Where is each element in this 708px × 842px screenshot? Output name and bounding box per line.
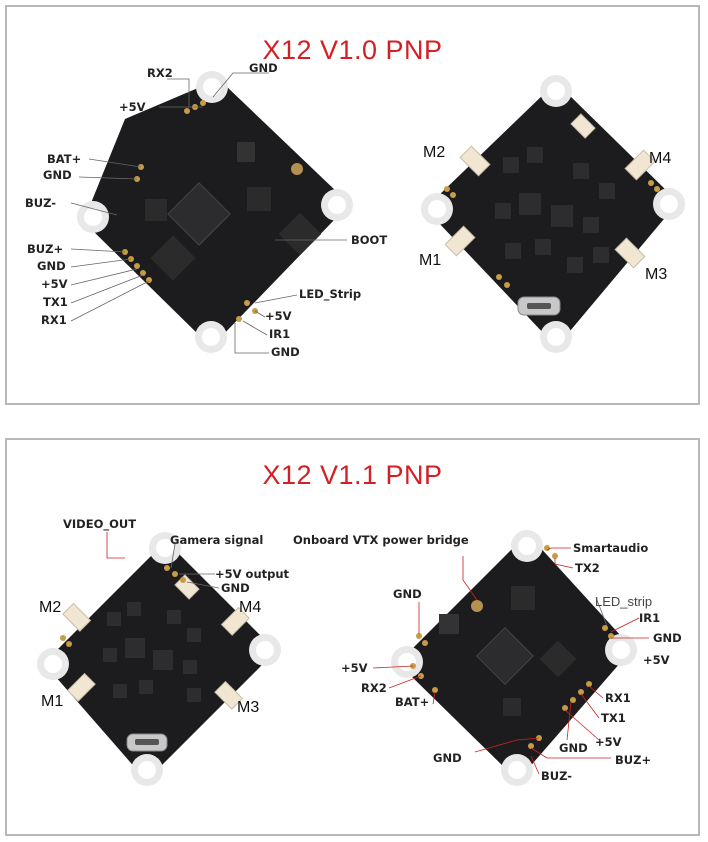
label-gnd-left: GND <box>37 259 66 273</box>
label-buz-plus: BUZ+ <box>27 242 63 256</box>
v11-vtx-leaders <box>106 532 220 589</box>
label-smartaudio: Smartaudio <box>573 541 648 555</box>
label-boot: BOOT <box>351 233 387 247</box>
panel-title: X12 V1.1 PNP <box>262 460 443 490</box>
v10-diagram: RX2 GND +5V BAT+ GND BUZ- BUZ+ GND +5V T… <box>25 61 685 359</box>
label-gnd-mid: GND <box>559 741 588 755</box>
panel-v10: X12 V1.0 PNP <box>5 5 700 405</box>
label-gnd: GND <box>221 581 250 595</box>
label-ir1: IR1 <box>639 611 660 625</box>
label-tx1: TX1 <box>43 295 68 309</box>
label-gnd-left: GND <box>393 587 422 601</box>
vtx-board-v11 <box>37 532 281 786</box>
label-buz-minus: BUZ- <box>25 196 56 210</box>
v11-fc-leaders <box>372 547 649 775</box>
v11-diagram: VIDEO_OUT Gamera signal +5V output GND M… <box>37 517 682 786</box>
label-led-strip: LED_Strip <box>299 287 361 302</box>
motor-connector-m3 <box>614 237 646 269</box>
label-ir1: IR1 <box>269 327 290 341</box>
label-rx2: RX2 <box>361 681 387 695</box>
motor-connector-m2 <box>62 602 92 632</box>
motor-connector-m1 <box>444 225 476 257</box>
esc-board-v10 <box>421 75 685 353</box>
label-video-out: VIDEO_OUT <box>63 517 136 532</box>
label-5v-left: +5V <box>341 661 368 675</box>
label-m4: M4 <box>239 599 261 616</box>
label-rx1: RX1 <box>41 313 67 327</box>
motor-connector-m4 <box>220 606 250 636</box>
label-5v-output: +5V output <box>215 567 290 581</box>
label-5v-top: +5V <box>119 100 146 114</box>
label-bat-plus: BAT+ <box>47 152 81 166</box>
label-rx2: RX2 <box>147 66 173 80</box>
v10-leader-lines <box>70 72 347 354</box>
label-rx1: RX1 <box>605 691 631 705</box>
label-bat-plus: BAT+ <box>395 695 429 709</box>
motor-connector-m4 <box>624 149 656 181</box>
v10-fc-labels: RX2 GND +5V BAT+ GND BUZ- BUZ+ GND +5V T… <box>25 61 387 359</box>
label-buz-plus: BUZ+ <box>615 753 651 767</box>
motor-connector-m1 <box>66 672 96 702</box>
label-tx1: TX1 <box>601 711 626 725</box>
label-gnd-bottom: GND <box>271 345 300 359</box>
label-5v-left: +5V <box>41 277 68 291</box>
label-m2: M2 <box>39 599 61 616</box>
label-led-strip: LED_strip <box>595 594 652 609</box>
label-m3: M3 <box>237 699 259 716</box>
label-gnd-top: GND <box>249 61 278 75</box>
motor-connector-m2 <box>459 145 491 177</box>
v11-fc-labels: Onboard VTX power bridge Smartaudio TX2 … <box>293 533 682 783</box>
fc-board-v10 <box>77 71 353 353</box>
label-m3: M3 <box>645 266 667 283</box>
label-m2: M2 <box>423 144 445 161</box>
label-camera-signal: Gamera signal <box>170 533 263 547</box>
label-5v-right: +5V <box>643 653 670 667</box>
v11-vtx-labels: VIDEO_OUT Gamera signal +5V output GND M… <box>39 517 290 716</box>
mcu-chip <box>476 627 534 685</box>
inductor <box>439 614 459 634</box>
panel-title: X12 V1.0 PNP <box>262 35 443 65</box>
label-5v-mid: +5V <box>595 735 622 749</box>
mcu-chip <box>167 182 231 246</box>
inductor <box>237 142 255 162</box>
panel-v11: X12 V1.1 PNP <box>5 438 700 836</box>
motor-connector-m3 <box>214 680 244 710</box>
label-m1: M1 <box>41 693 63 710</box>
label-vtx-bridge: Onboard VTX power bridge <box>293 533 469 547</box>
label-tx2: TX2 <box>575 561 600 575</box>
fc-board-v11 <box>391 530 637 786</box>
label-gnd-right: GND <box>653 631 682 645</box>
label-m1: M1 <box>419 252 441 269</box>
label-gnd-bottom: GND <box>433 751 462 765</box>
v10-esc-labels: M2 M4 M1 M3 <box>419 144 671 283</box>
label-5v-right: +5V <box>265 309 292 323</box>
label-gnd-bat: GND <box>43 168 72 182</box>
label-buz-minus: BUZ- <box>541 769 572 783</box>
label-m4: M4 <box>649 150 671 167</box>
